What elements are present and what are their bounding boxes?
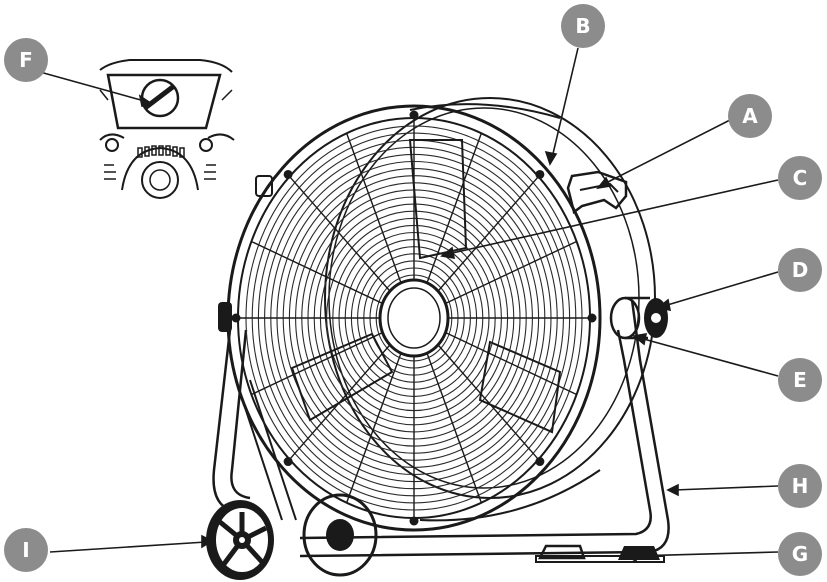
grille-spoke xyxy=(437,344,539,460)
grille-bolt xyxy=(409,110,419,120)
callout-label-E: E xyxy=(793,368,807,392)
wheels xyxy=(206,493,378,580)
leader-lines xyxy=(39,47,779,563)
callout-label-G: G xyxy=(792,542,808,566)
callout-D: D xyxy=(778,248,822,292)
grille-bolt xyxy=(535,169,545,179)
callout-label-H: H xyxy=(792,474,809,498)
grille-spoke xyxy=(289,176,391,292)
grille-spoke xyxy=(426,132,483,284)
fan-hub xyxy=(378,278,450,358)
callout-A: A xyxy=(728,94,772,138)
callout-B: B xyxy=(561,4,605,48)
grille-spoke xyxy=(345,352,402,504)
fan-hub-inner xyxy=(387,287,441,349)
grille-bolt xyxy=(409,516,419,526)
grille-spoke xyxy=(426,352,483,504)
callout-label-F: F xyxy=(19,48,33,72)
grille-bolt xyxy=(231,313,241,323)
inset-switch-detail xyxy=(98,58,235,199)
grille-spoke xyxy=(445,331,577,396)
grille-bolt xyxy=(587,313,597,323)
callout-H: H xyxy=(778,464,822,508)
callout-label-C: C xyxy=(793,166,808,190)
callout-F: F xyxy=(4,38,48,82)
carry-handle xyxy=(566,170,628,215)
callout-label-A: A xyxy=(742,104,758,128)
grille-spoke xyxy=(251,331,383,396)
grille-spoke xyxy=(445,240,577,305)
callout-G: G xyxy=(778,532,822,576)
grille-bolt xyxy=(535,457,545,467)
grille-bolt xyxy=(283,169,293,179)
grille-spoke xyxy=(251,240,383,305)
fan-blades xyxy=(290,139,562,434)
callout-label-D: D xyxy=(792,258,809,282)
grille-bolt xyxy=(283,457,293,467)
callout-I: I xyxy=(4,528,48,572)
callout-label-B: B xyxy=(575,14,590,38)
grille-rim xyxy=(226,104,602,532)
front-grille xyxy=(226,104,602,532)
grille-spoke xyxy=(345,132,402,284)
callout-C: C xyxy=(778,156,822,200)
side-clip xyxy=(218,175,273,332)
grille-spoke xyxy=(437,176,539,292)
callout-label-I: I xyxy=(22,538,29,562)
callout-E: E xyxy=(778,358,822,402)
